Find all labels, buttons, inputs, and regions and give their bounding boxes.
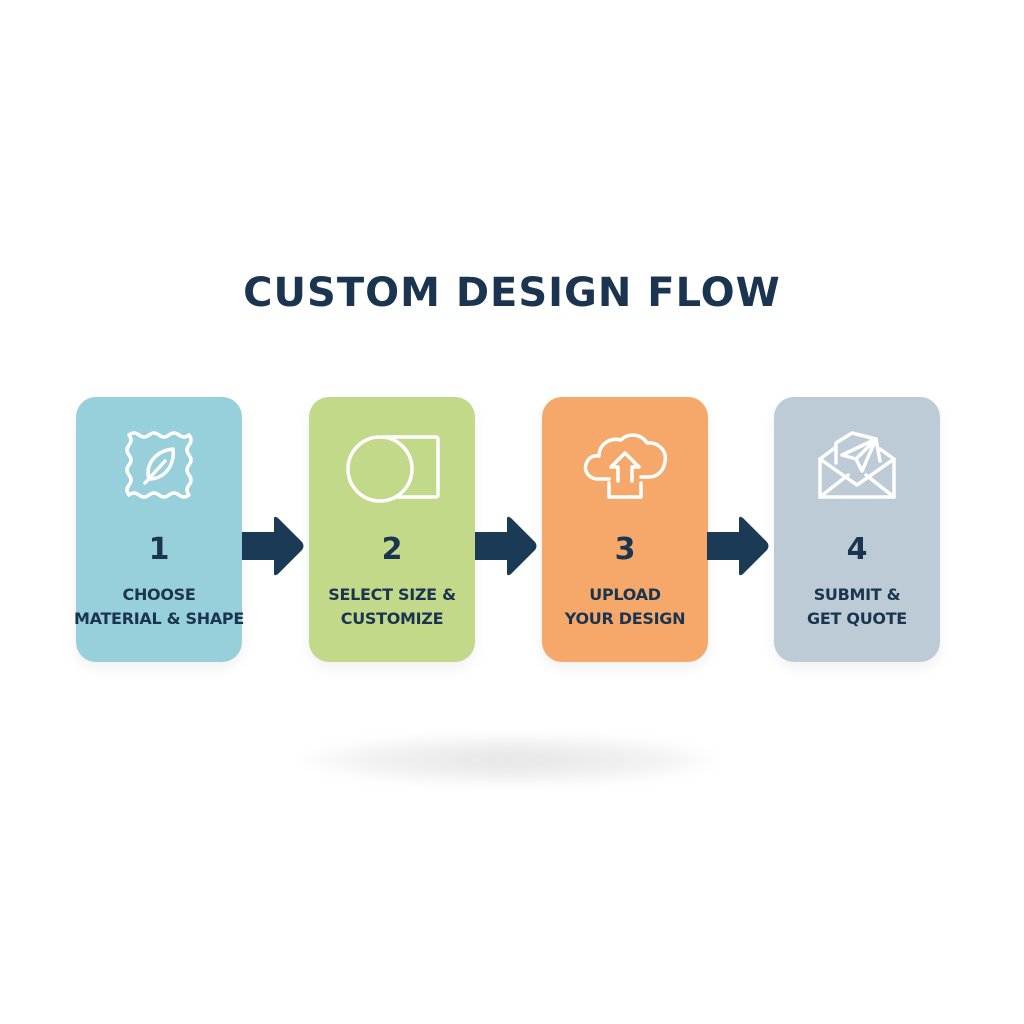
arrow-right-icon	[707, 516, 769, 576]
diagram-title: CUSTOM DESIGN FLOW	[243, 270, 781, 316]
arrow-right-icon	[475, 516, 537, 576]
floor-shadow	[300, 735, 720, 785]
cloud-upload-icon	[542, 425, 708, 503]
circle-square-shapes-icon	[309, 425, 475, 503]
step-card-1: 1 CHOOSE MATERIAL & SHAPE	[74, 397, 244, 662]
stamp-leaf-icon	[76, 425, 242, 503]
step-label: CHOOSE MATERIAL & SHAPE	[73, 585, 244, 628]
arrow-right-icon	[242, 516, 304, 576]
step-number: 2	[381, 532, 403, 567]
step-number: 1	[148, 532, 170, 567]
step-label: SELECT SIZE & CUSTOMIZE	[328, 585, 456, 628]
step-number: 4	[846, 532, 868, 567]
step-card-3: 3 UPLOAD YOUR DESIGN	[542, 397, 708, 662]
step-label: UPLOAD YOUR DESIGN	[564, 585, 686, 628]
step-card-4: 4 SUBMIT & GET QUOTE	[774, 397, 940, 662]
step-label: SUBMIT & GET QUOTE	[807, 585, 907, 628]
envelope-paper-plane-icon	[774, 425, 940, 503]
step-card-2: 2 SELECT SIZE & CUSTOMIZE	[309, 397, 475, 662]
step-number: 3	[614, 532, 636, 567]
